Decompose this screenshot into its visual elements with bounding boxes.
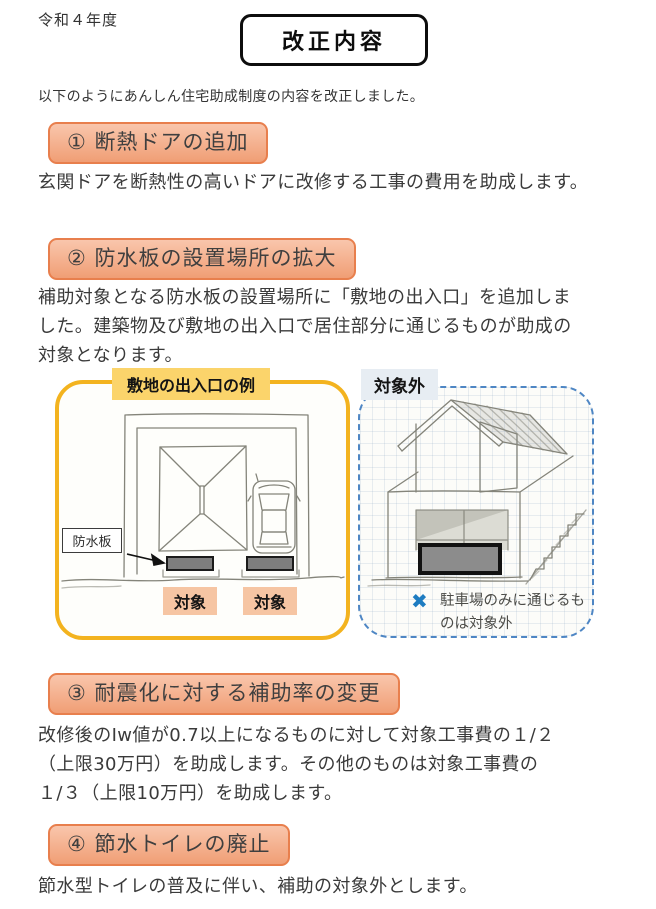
left-figure-caption: 敷地の出入口の例 xyxy=(112,368,271,400)
page-title-box: 改正内容 xyxy=(240,14,428,66)
not-covered-note-line: 駐車場のみに通じるも xyxy=(440,593,585,609)
section-2-body-line: した。建築物及び敷地の出入口で居住部分に通じるものが助成の xyxy=(38,316,572,337)
not-covered-note-line: のは対象外 xyxy=(440,616,513,632)
target-badge: 対象 xyxy=(243,587,298,615)
right-figure-panel xyxy=(358,386,594,638)
section-2-body-line: 対象となります。 xyxy=(38,345,183,366)
section-1-body-line: 玄関ドアを断熱性の高いドアに改修する工事の費用を助成します。 xyxy=(38,172,589,193)
section-2-body-line: 補助対象となる防水板の設置場所に「敷地の出入口」を追加しま xyxy=(38,287,572,308)
house-sketch xyxy=(367,399,587,587)
target-badge: 対象 xyxy=(163,587,218,615)
intro-text: 以下のようにあんしん住宅助成制度の内容を改正しました。 xyxy=(38,89,425,105)
flood-board-shape xyxy=(166,556,214,571)
fiscal-year-text: 令和４年度 xyxy=(38,11,119,29)
x-icon: ✖ xyxy=(411,589,428,613)
section-4-header: ④ 節水トイレの廃止 xyxy=(48,824,290,866)
page-title: 改正内容 xyxy=(281,30,386,55)
section-2-header: ② 防水板の設置場所の拡大 xyxy=(48,238,356,280)
flood-board-shape xyxy=(418,543,502,575)
section-3-body-line: （上限30万円）を助成します。その他のものは対象工事費の xyxy=(38,754,539,775)
flood-board-callout: 防水板 xyxy=(62,528,122,553)
section-3-body-line: 改修後のIw値が0.7以上になるものに対して対象工事費の１/２ xyxy=(38,725,555,746)
section-3-body-line: １/３（上限10万円）を助成します。 xyxy=(38,783,343,804)
flood-board-shape xyxy=(246,556,294,571)
right-figure-caption: 対象外 xyxy=(361,369,438,400)
section-3-header: ③ 耐震化に対する補助率の変更 xyxy=(48,673,400,715)
callout-arrow xyxy=(126,553,167,566)
section-1-header: ① 断熱ドアの追加 xyxy=(48,122,268,164)
gate-sketch xyxy=(61,413,345,589)
section-4-body-line: 節水型トイレの普及に伴い、補助の対象外とします。 xyxy=(38,876,478,897)
